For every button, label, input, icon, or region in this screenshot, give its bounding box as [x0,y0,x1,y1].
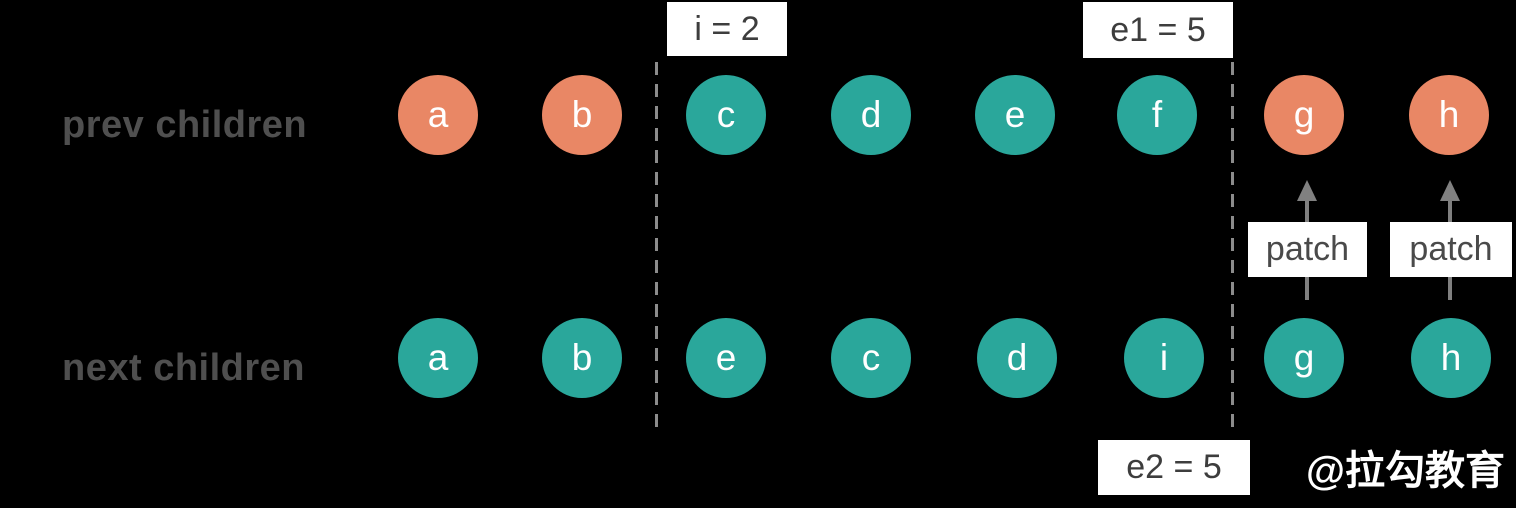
patch-arrow-head-icon [1440,180,1460,201]
prev-child-node: e [975,75,1055,155]
next-children-label: next children [62,347,305,389]
next-child-node: c [831,318,911,398]
prev-child-node: g [1264,75,1344,155]
prev-child-node: f [1117,75,1197,155]
next-child-node: d [977,318,1057,398]
prev-child-node: d [831,75,911,155]
next-child-node: a [398,318,478,398]
next-child-node: g [1264,318,1344,398]
end-separator-line [1231,62,1234,429]
next-child-node: i [1124,318,1204,398]
patch-label: patch [1248,222,1367,277]
prev-child-node: c [686,75,766,155]
patch-label: patch [1390,222,1512,277]
prev-child-node: h [1409,75,1489,155]
marker-i: i = 2 [667,2,787,56]
next-child-node: e [686,318,766,398]
next-child-node: h [1411,318,1491,398]
marker-e2: e2 = 5 [1098,440,1250,495]
next-child-node: b [542,318,622,398]
prev-child-node: a [398,75,478,155]
watermark: @拉勾教育 [1306,449,1506,493]
patch-arrow-head-icon [1297,180,1317,201]
index-separator-line [655,62,658,429]
prev-child-node: b [542,75,622,155]
prev-children-label: prev children [62,104,308,146]
marker-e1: e1 = 5 [1083,2,1233,58]
